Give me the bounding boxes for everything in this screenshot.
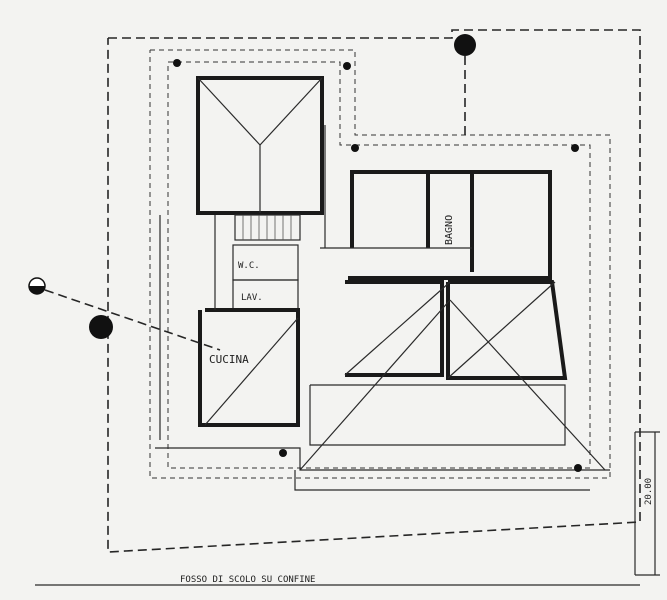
- kitchen-walls: [198, 308, 300, 427]
- corner-dot-6: [279, 449, 287, 457]
- corner-dot-1: [173, 59, 181, 67]
- corner-dot-3: [351, 144, 359, 152]
- staircase: [234, 214, 301, 241]
- label-dimension: 20.00: [644, 478, 654, 505]
- lower-right-diag: [344, 281, 451, 376]
- lot-boundary: [107, 29, 641, 553]
- label-wc: W.C.: [238, 261, 260, 271]
- lower-right-walls: [345, 280, 444, 377]
- label-lav: LAV.: [241, 293, 263, 303]
- dimension-bracket: [634, 431, 660, 576]
- survey-point-marker: [28, 277, 46, 295]
- lower-far-diag: [447, 281, 556, 379]
- corner-dot-2: [343, 62, 351, 70]
- kitchen-diag: [204, 317, 299, 426]
- survey-line: [44, 289, 221, 351]
- corner-dot-5: [574, 464, 582, 472]
- roof-outline-upper: [149, 49, 611, 479]
- tree-marker-top: [454, 34, 476, 56]
- main-building-walls: [348, 170, 552, 280]
- corner-dot-4: [571, 144, 579, 152]
- label-bagno: BAGNO: [444, 215, 455, 245]
- upper-block-ridge: [197, 77, 261, 146]
- lower-far-right-walls: [446, 280, 568, 380]
- label-cucina: CUCINA: [209, 353, 249, 366]
- label-fosso: FOSSO DI SCOLO SU CONFINE: [180, 575, 315, 585]
- tree-marker-left: [89, 315, 113, 339]
- roof-outline-inner: [167, 61, 591, 469]
- portico-outline: [309, 384, 566, 446]
- terrace-outline: [155, 447, 610, 471]
- terrace-lower: [294, 470, 590, 491]
- upper-block-ridge-2: [259, 77, 323, 146]
